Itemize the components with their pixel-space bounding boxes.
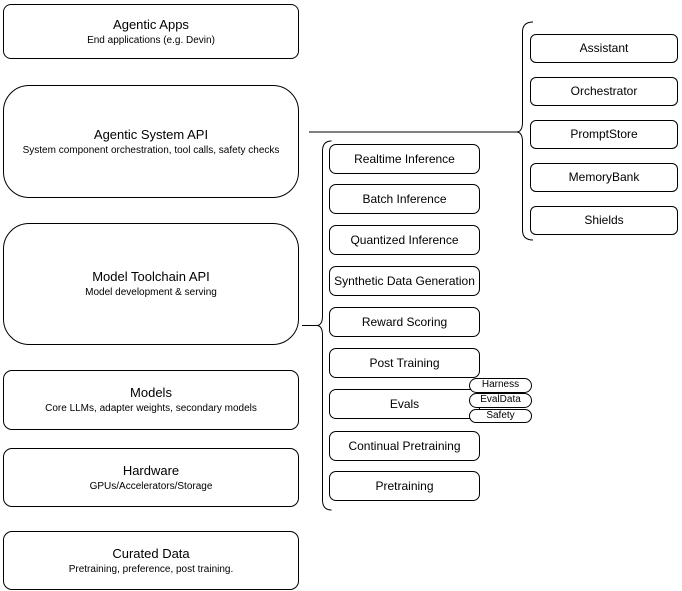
node-title: Quantized Inference — [350, 233, 459, 247]
node-title: Model Toolchain API — [92, 269, 210, 284]
node-subtitle: GPUs/Accelerators/Storage — [89, 480, 213, 492]
node-title: Synthetic Data Generation — [334, 273, 475, 288]
node-title: Shields — [584, 213, 624, 227]
node-title: Post Training — [369, 356, 440, 370]
node-title: Agentic Apps — [113, 16, 189, 32]
node-title: Hardware — [122, 462, 180, 478]
node-reward-scoring: Reward Scoring — [329, 307, 480, 337]
node-realtime-inference: Realtime Inference — [329, 143, 480, 174]
badge-label: EvalData — [480, 394, 521, 406]
node-title: Orchestrator — [570, 84, 638, 98]
node-continual-pretraining: Continual Pretraining — [329, 430, 480, 461]
node-memorybank: MemoryBank — [530, 162, 678, 192]
node-title: MemoryBank — [568, 170, 640, 184]
node-title: Models — [130, 385, 172, 400]
node-title: Batch Inference — [362, 192, 447, 206]
node-post-training: Post Training — [329, 348, 480, 378]
node-agentic-system-api: Agentic System API System component orche… — [3, 85, 299, 198]
node-title: Evals — [389, 397, 420, 411]
curly-brace-system-components — [516, 21, 534, 241]
node-title: PromptStore — [570, 127, 638, 141]
node-subtitle: Model development & serving — [85, 287, 217, 298]
node-evals: Evals — [329, 389, 480, 419]
node-title: Agentic System API — [93, 126, 209, 142]
badge-label: Safety — [486, 409, 515, 421]
node-title: Curated Data — [112, 545, 190, 561]
node-assistant: Assistant — [530, 33, 678, 63]
badge-evaldata: EvalData — [469, 393, 532, 408]
node-title: Pretraining — [375, 479, 434, 493]
node-batch-inference: Batch Inference — [329, 184, 480, 214]
node-subtitle: System component orchestration, tool cal… — [22, 144, 280, 156]
node-title: Assistant — [579, 41, 629, 55]
node-synthetic-data-generation: Synthetic Data Generation — [329, 265, 480, 296]
node-promptstore: PromptStore — [530, 119, 678, 149]
node-pretraining: Pretraining — [329, 471, 480, 501]
node-model-toolchain-api: Model Toolchain API Model development & s… — [3, 223, 299, 345]
node-title: Continual Pretraining — [348, 438, 461, 453]
node-title: Reward Scoring — [361, 315, 448, 329]
node-title: Realtime Inference — [354, 151, 455, 166]
node-subtitle: Core LLMs, adapter weights, secondary mo… — [45, 403, 257, 414]
badge-label: Harness — [481, 379, 520, 391]
node-orchestrator: Orchestrator — [530, 76, 678, 106]
curly-brace-toolchain-services — [316, 140, 332, 511]
badge-harness: Harness — [469, 378, 532, 393]
node-subtitle: Pretraining, preference, post training. — [68, 563, 234, 575]
badge-safety: Safety — [469, 408, 532, 423]
node-subtitle: End applications (e.g. Devin) — [87, 34, 215, 46]
node-quantized-inference: Quantized Inference — [329, 225, 480, 255]
node-shields: Shields — [530, 205, 678, 235]
